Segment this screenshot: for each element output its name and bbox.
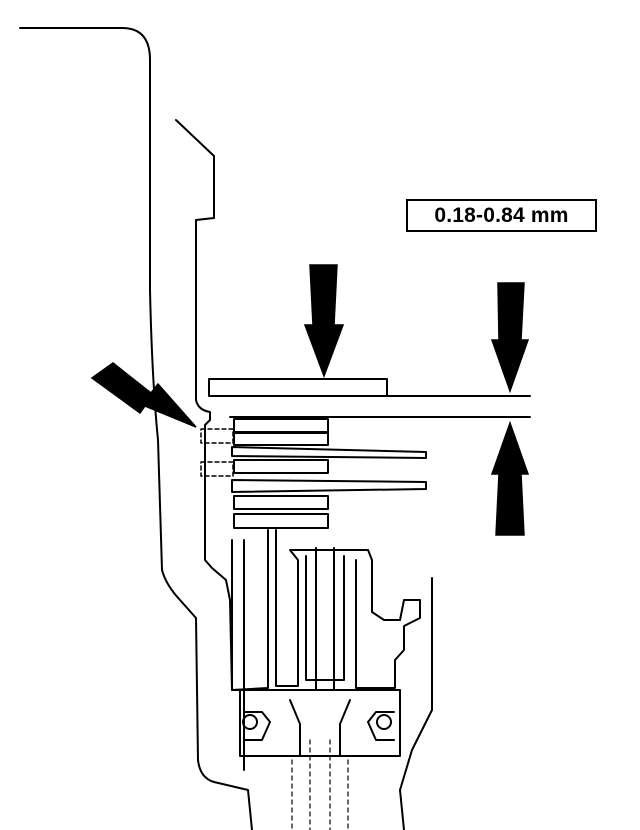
clutch-disc [233, 459, 329, 474]
pointer-arrow [90, 362, 197, 428]
gap-top-arrow [490, 282, 530, 394]
clutch-disc [233, 432, 329, 446]
spline-stub [200, 461, 234, 477]
lower-drum [231, 689, 401, 757]
retaining-pin [376, 714, 392, 730]
housing-inner-wall [175, 119, 233, 691]
piston-inner [305, 547, 345, 691]
housing-outer-contour [19, 27, 253, 830]
clutch-disc [233, 495, 329, 510]
clutch-plate [231, 446, 427, 459]
gap-bottom-arrow [490, 420, 530, 536]
pressure-plate [208, 378, 388, 397]
shaft-centerline [291, 739, 349, 830]
clearance-spec-label: 0.18-0.84 mm [406, 199, 597, 232]
retaining-pin [242, 714, 258, 730]
clutch-disc [233, 513, 329, 529]
press-down-arrow [303, 264, 345, 379]
spline-stub [200, 428, 234, 444]
clutch-disc [233, 418, 329, 433]
housing-right-contour [231, 539, 433, 830]
clutch-plate [231, 479, 427, 493]
piston-hub [231, 529, 421, 691]
